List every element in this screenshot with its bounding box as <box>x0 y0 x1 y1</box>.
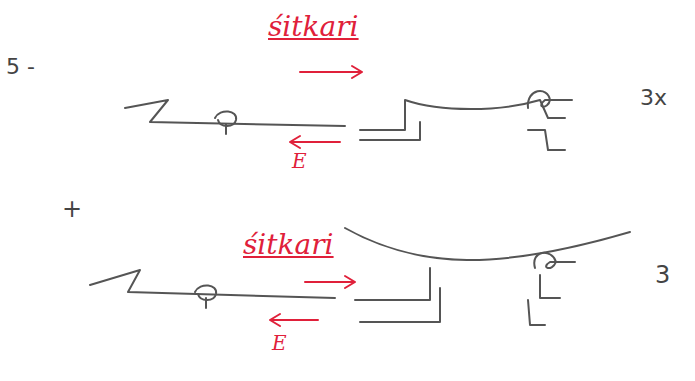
backbend-figure <box>355 253 575 325</box>
inhale-arrow <box>300 66 362 78</box>
breath-name: śitkari <box>268 12 359 43</box>
exhale-mark: E <box>272 332 287 354</box>
backbend-arm-arc <box>345 228 630 260</box>
backbend-figure-head <box>528 91 572 108</box>
repeat-count: 5 - <box>6 55 35 79</box>
repeat-count: 3 <box>655 262 670 288</box>
prone-figure-head <box>215 111 236 134</box>
exhale-mark: E <box>292 150 307 172</box>
prone-figure <box>90 270 335 298</box>
prone-figure-head <box>195 285 216 308</box>
backbend-figure <box>360 100 565 150</box>
breath-name: śitkari <box>243 230 334 261</box>
exhale-arrow <box>290 136 340 148</box>
plus-sign: + <box>62 196 82 222</box>
repeat-count: 3x <box>640 86 667 110</box>
exhale-arrow <box>270 314 318 326</box>
inhale-arrow <box>305 276 355 288</box>
